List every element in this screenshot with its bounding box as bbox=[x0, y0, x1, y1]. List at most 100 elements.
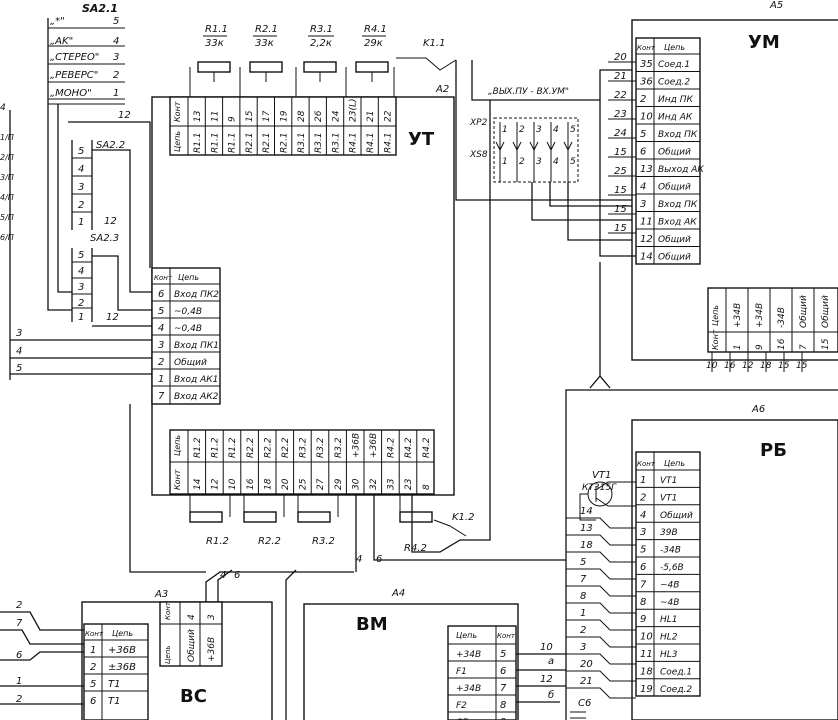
cell-kont: 2 bbox=[90, 662, 96, 673]
cell-kont: 25 bbox=[299, 478, 309, 490]
resistor-name: R3.2 bbox=[312, 536, 335, 547]
cell-kont: 13 bbox=[640, 164, 653, 175]
connector-xs: XS8 bbox=[469, 150, 488, 160]
cell-kont: 7 bbox=[500, 683, 507, 694]
cell-kont: 2 bbox=[640, 492, 646, 503]
edge-label: 6/П bbox=[0, 233, 14, 242]
wire-number: 12 bbox=[104, 216, 117, 227]
cell-kont: 14 bbox=[640, 252, 653, 263]
cell-tsep: VT1 bbox=[660, 476, 677, 486]
cell-kont: 23(L) bbox=[349, 99, 359, 123]
cell-tsep: Вход ПК bbox=[658, 200, 698, 210]
cell-kont: 6 bbox=[640, 562, 646, 573]
pin-number: 4 bbox=[553, 125, 559, 135]
wire-number: 7 bbox=[16, 618, 23, 629]
cell-tsep: Вход ПК1 bbox=[174, 341, 219, 351]
header-kont: Конт bbox=[154, 274, 173, 282]
pin: 4 bbox=[78, 266, 84, 277]
wire-number: 20 bbox=[614, 52, 627, 63]
block-um-ref: A5 bbox=[769, 0, 783, 11]
cell-kont: 18 bbox=[640, 666, 653, 677]
cell-kont: 5 bbox=[90, 679, 96, 690]
cell-tsep: R3.1 bbox=[314, 132, 324, 153]
wire-number: 12 bbox=[106, 312, 119, 323]
cell-kont: 1 bbox=[733, 344, 743, 350]
cell-tsep: +36В bbox=[108, 645, 136, 656]
pin: 1 bbox=[78, 312, 84, 323]
wire-number: 14 bbox=[580, 506, 593, 517]
wire-number: 13 bbox=[580, 523, 593, 534]
cell-tsep: T1 bbox=[108, 679, 120, 690]
mode-pin: 5 bbox=[113, 16, 119, 27]
block-ut-ref: A2 bbox=[435, 84, 449, 95]
cell-tsep: F2 bbox=[456, 701, 467, 711]
cell-kont: 11 bbox=[210, 111, 220, 122]
cell-tsep: Общий bbox=[658, 148, 691, 158]
cell-tsep: R1.1 bbox=[210, 132, 220, 153]
cell-tsep: R4.1 bbox=[383, 132, 393, 153]
edge-label: 5/П bbox=[0, 213, 14, 222]
resistor-name: R3.1 bbox=[310, 24, 333, 35]
cell-kont: 35 bbox=[640, 59, 653, 70]
header-kont: Конт bbox=[173, 101, 182, 122]
cell-tsep: R2.1 bbox=[280, 132, 290, 153]
cell-kont: 12 bbox=[211, 478, 221, 490]
pin: 3 bbox=[78, 182, 84, 193]
cell-tsep: R4.2 bbox=[422, 437, 432, 458]
cell-tsep: Соед.2 bbox=[660, 685, 692, 695]
cell-kont: 10 bbox=[640, 632, 653, 643]
header-kont: Конт bbox=[164, 601, 172, 620]
cell-tsep: R3.2 bbox=[299, 437, 309, 458]
cell-kont: 17 bbox=[262, 110, 272, 122]
header-tsep: Цепь bbox=[173, 435, 182, 456]
resistor-name: R2.1 bbox=[255, 24, 278, 35]
cell-tsep: +36В bbox=[207, 637, 217, 662]
pin: 4 bbox=[78, 164, 84, 175]
pin: 2 bbox=[78, 200, 84, 211]
pin: 5 bbox=[78, 250, 84, 261]
cell-tsep: R1.2 bbox=[211, 437, 221, 458]
cell-tsep: ~0,4В bbox=[174, 307, 202, 317]
wire-number: 21 bbox=[580, 676, 593, 687]
header-tsep: Цепь bbox=[178, 273, 199, 282]
mode-label: „AK" bbox=[50, 36, 73, 47]
cell-kont: 32 bbox=[369, 478, 379, 490]
header-tsep: Цепь bbox=[173, 131, 182, 152]
cell-tsep: Выход АК bbox=[658, 165, 704, 175]
cell-kont: 19 bbox=[280, 110, 290, 122]
header-kont: Конт bbox=[711, 329, 720, 350]
cell-kont: 27 bbox=[316, 478, 326, 490]
mode-label: „РЕВЕРС" bbox=[50, 70, 98, 81]
cell-kont: 10 bbox=[640, 112, 653, 123]
cell-kont: 9 bbox=[640, 614, 646, 625]
mode-pin: 2 bbox=[113, 70, 119, 81]
cell-tsep: R1.2 bbox=[193, 437, 203, 458]
mode-pin: 1 bbox=[113, 88, 119, 99]
cell-tsep: -34В bbox=[777, 307, 787, 328]
pin-number: 2 bbox=[519, 125, 525, 135]
wire-number: 15 bbox=[614, 185, 627, 196]
wire-number: 20 bbox=[580, 659, 593, 670]
bm-connector-table: Цепь Конт 10 12 a б C6 +34В5F16+34В7F28С… bbox=[447, 625, 591, 720]
switch-sa23: SA2.3 5 4 3 2 1 12 bbox=[71, 233, 152, 327]
pin-number: 1 bbox=[502, 125, 508, 135]
transistor-label: VT1 bbox=[592, 470, 611, 481]
wire-number: 10 bbox=[706, 361, 718, 371]
block-bc-ref: A3 bbox=[154, 589, 168, 600]
pin: 1 bbox=[78, 217, 84, 228]
sa22-label: SA2.2 bbox=[96, 140, 125, 151]
block-bm-ref: A4 bbox=[391, 588, 405, 599]
cell-kont: 4 bbox=[640, 510, 646, 521]
sa21-label: SA2.1 bbox=[82, 2, 118, 15]
wire-number: 6 bbox=[16, 650, 22, 661]
ut-top-connector-table: Конт Цепь 13R1.111R1.19R1.115R2.117R2.11… bbox=[169, 96, 397, 156]
header-kont: Конт bbox=[173, 469, 182, 490]
cell-kont: 28 bbox=[297, 110, 307, 122]
cell-kont: 15 bbox=[821, 338, 831, 350]
wire-number: 6 bbox=[376, 554, 382, 565]
cell-tsep: HL3 bbox=[660, 650, 678, 660]
